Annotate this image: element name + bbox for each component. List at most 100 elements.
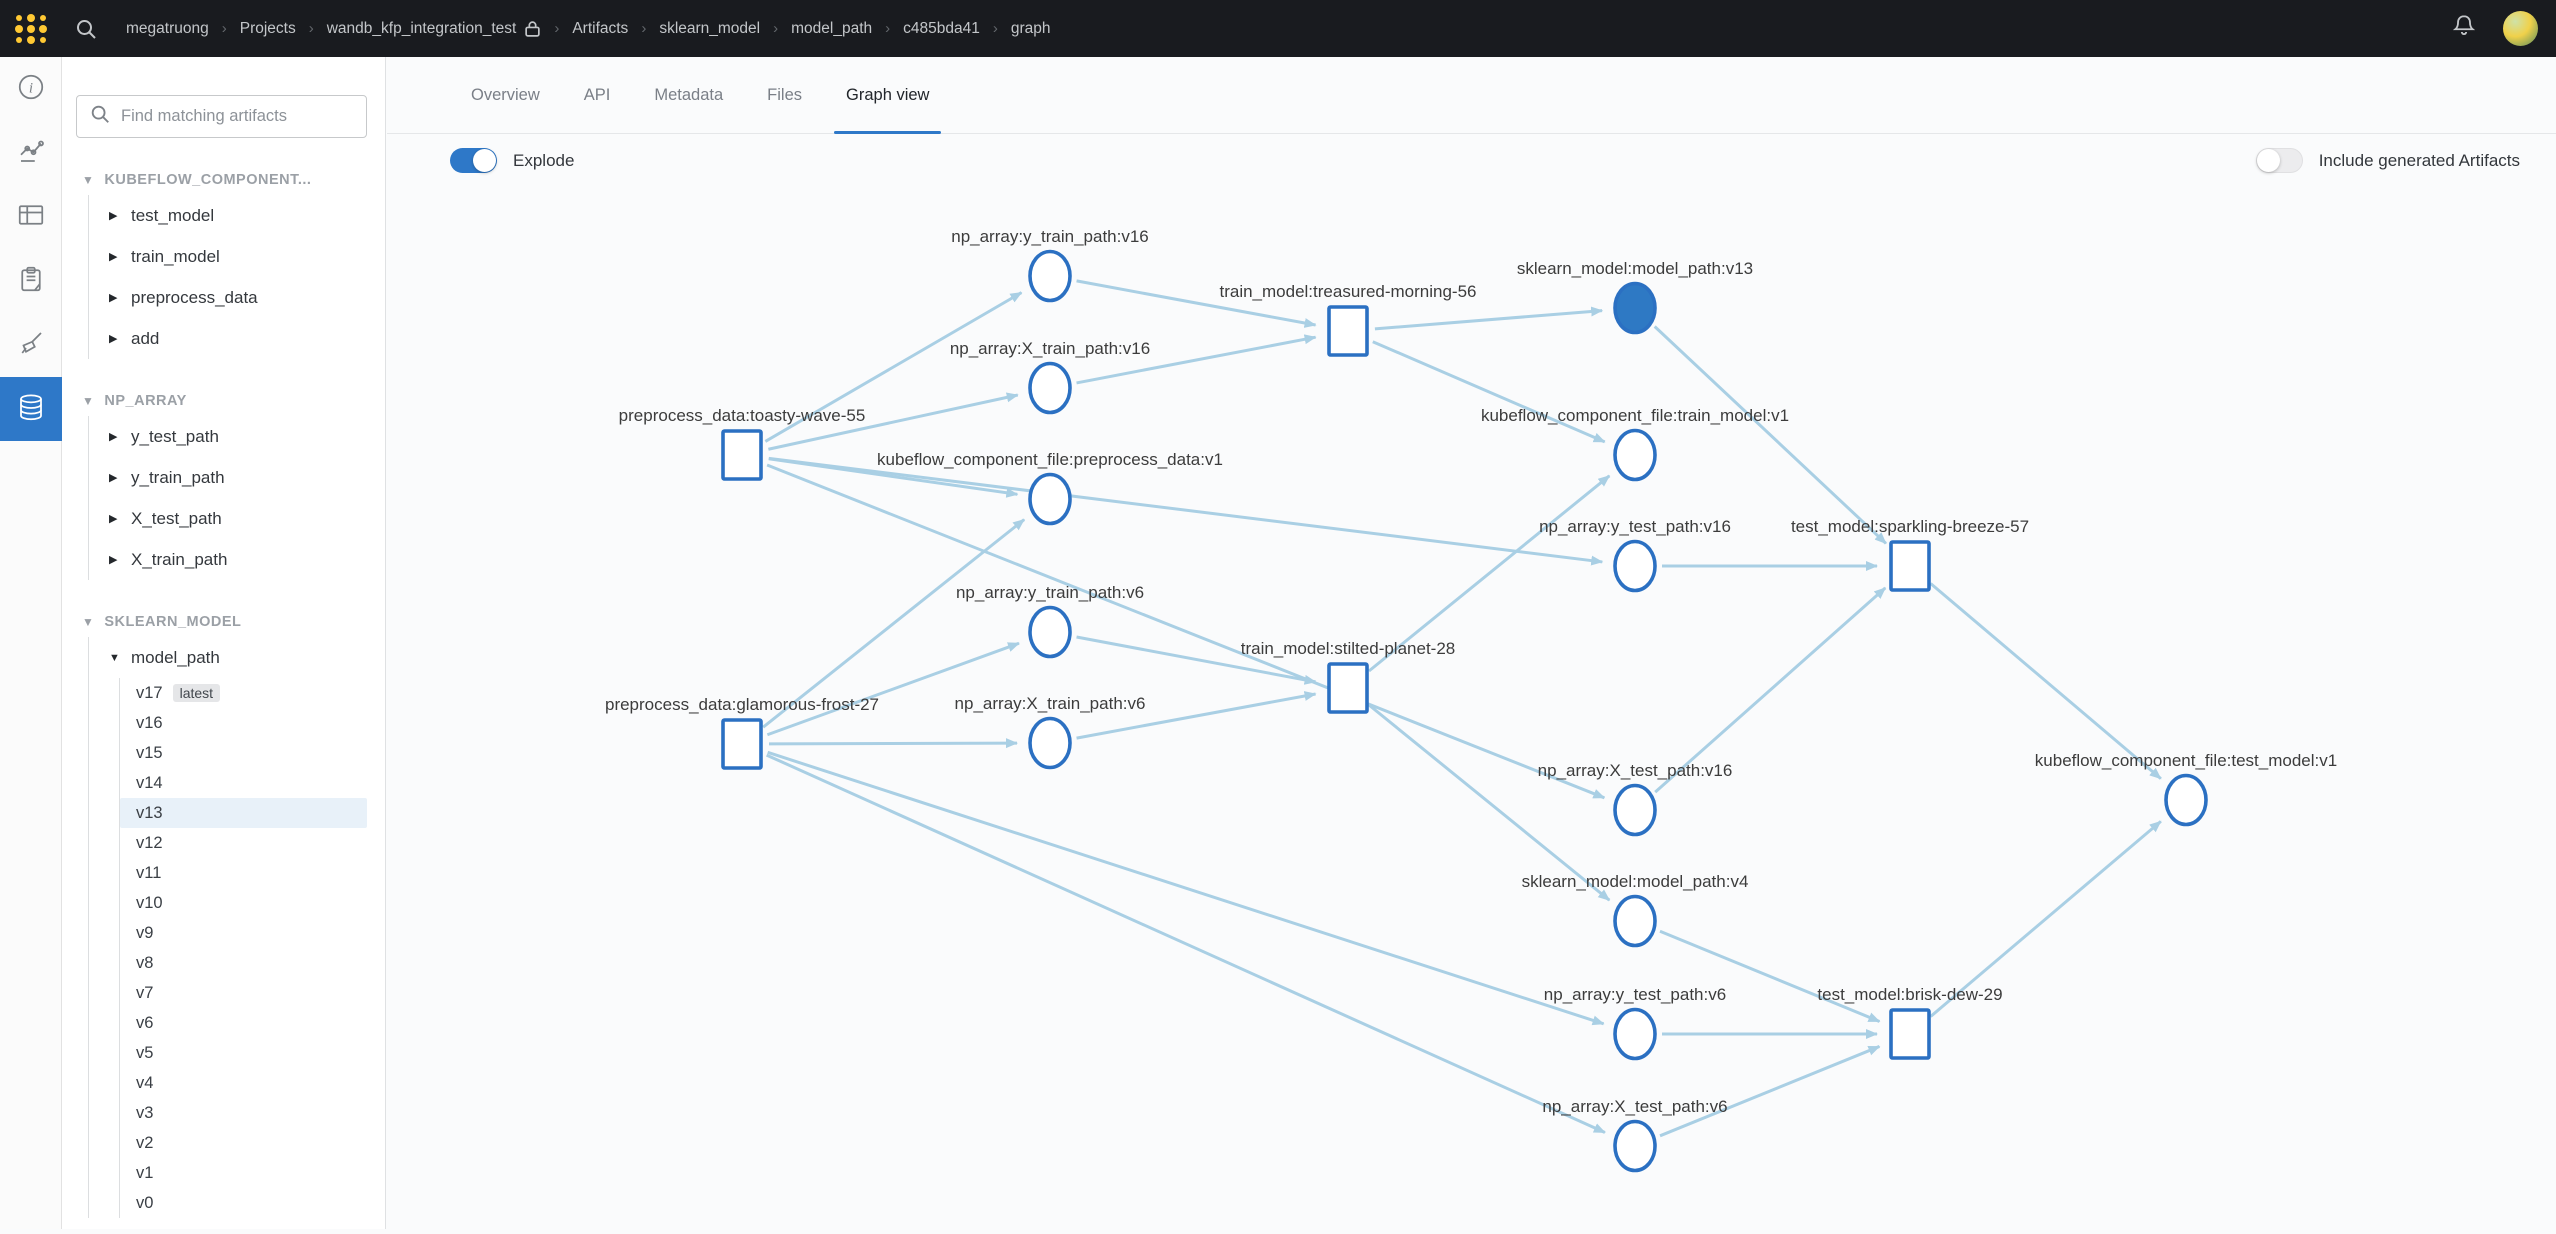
rail-item-database[interactable] — [0, 377, 62, 441]
breadcrumb-separator: › — [773, 20, 779, 37]
version-row-v8[interactable]: v8 — [136, 953, 154, 972]
graph-edge-glamorous-ytrain6 — [766, 641, 1020, 737]
graph-node-ytest16-artifact[interactable] — [1613, 539, 1657, 593]
graph-node-ytrain16-artifact[interactable] — [1028, 249, 1072, 303]
bell-icon[interactable] — [2451, 13, 2477, 44]
graph-edge-sparkling-filetest — [1929, 582, 2162, 780]
version-row-v9[interactable]: v9 — [136, 923, 154, 942]
tab-overview[interactable]: Overview — [471, 85, 540, 104]
breadcrumb-item[interactable]: Artifacts — [572, 19, 629, 37]
triangle-right-icon: ▶ — [109, 431, 118, 443]
graph-edge-ytrain16-treasured — [1076, 279, 1317, 328]
version-row-v16[interactable]: v16 — [136, 713, 163, 732]
graph-node-label: sklearn_model:model_path:v13 — [1517, 259, 1753, 278]
version-row-v13[interactable]: v13 — [120, 798, 367, 828]
tree-section-header[interactable]: ▼NP_ARRAY — [82, 393, 187, 409]
breadcrumb-item[interactable]: megatruong — [126, 19, 209, 37]
graph-edge-stilted-filetrain — [1368, 474, 1611, 673]
graph-node-Xtrain16-artifact[interactable] — [1028, 361, 1072, 415]
tree-item-train_model[interactable]: ▶train_model — [109, 246, 220, 266]
graph-edge-Xtrain16-treasured — [1076, 334, 1317, 385]
tree-item-X_train_path[interactable]: ▶X_train_path — [109, 549, 228, 569]
explode-label: Explode — [513, 150, 575, 170]
graph-node-Xtest6-artifact[interactable] — [1613, 1119, 1657, 1173]
tree-item-y_train_path[interactable]: ▶y_train_path — [109, 467, 225, 487]
tree-item-X_test_path[interactable]: ▶X_test_path — [109, 508, 222, 528]
breadcrumb-item[interactable]: wandb_kfp_integration_test — [326, 19, 517, 37]
breadcrumb-item[interactable]: model_path — [791, 19, 873, 37]
tab-files[interactable]: Files — [767, 85, 803, 104]
graph-node-ytest6-artifact[interactable] — [1613, 1007, 1657, 1061]
version-row-v1[interactable]: v1 — [136, 1163, 154, 1182]
graph-node-glamorous-run[interactable] — [721, 718, 763, 770]
graph-node-filepre-artifact[interactable] — [1028, 472, 1072, 526]
artifact-search-input[interactable] — [121, 107, 341, 126]
breadcrumb: megatruong › Projects › wandb_kfp_integratio… — [126, 20, 1051, 38]
graph-node-v4-artifact[interactable] — [1613, 894, 1657, 948]
graph-edge-v4-brisk — [1659, 929, 1881, 1023]
breadcrumb-item[interactable]: c485bda41 — [903, 19, 980, 37]
version-row-v12[interactable]: v12 — [136, 833, 163, 852]
rail-item-broom[interactable] — [0, 313, 62, 377]
graph-node-ytrain6-artifact[interactable] — [1028, 605, 1072, 659]
version-row-v4[interactable]: v4 — [136, 1073, 154, 1092]
version-row-v3[interactable]: v3 — [136, 1103, 154, 1122]
graph-node-filetest-artifact[interactable] — [2164, 773, 2208, 827]
graph-edge-toasty-Xtrain16 — [768, 392, 1019, 451]
version-row-v6[interactable]: v6 — [136, 1013, 154, 1032]
breadcrumb-item[interactable]: sklearn_model — [659, 19, 761, 37]
graph-node-label: np_array:y_train_path:v6 — [956, 583, 1144, 602]
tab-metadata[interactable]: Metadata — [654, 85, 724, 104]
breadcrumb-separator: › — [554, 20, 560, 37]
graph-node-Xtest16-artifact[interactable] — [1613, 783, 1657, 837]
tab-api[interactable]: API — [583, 85, 611, 104]
tree-item-test_model[interactable]: ▶test_model — [109, 205, 215, 225]
graph-node-label: kubeflow_component_file:preprocess_data:… — [877, 450, 1223, 469]
tree-item-model_path[interactable]: ▼model_path — [109, 647, 220, 667]
breadcrumb-item[interactable]: Projects — [239, 19, 296, 37]
graph-node-v13-artifact[interactable] — [1613, 281, 1657, 335]
graph-node-Xtrain6-artifact[interactable] — [1028, 716, 1072, 770]
graph-node-filetrain-artifact[interactable] — [1613, 428, 1657, 482]
version-row-v2[interactable]: v2 — [136, 1133, 154, 1152]
tree-section-header[interactable]: ▼KUBEFLOW_COMPONENT... — [82, 172, 312, 188]
avatar[interactable] — [2503, 11, 2538, 46]
graph-node-toasty-run[interactable] — [721, 429, 763, 481]
artifact-sidebar: ▼KUBEFLOW_COMPONENT... ▶test_model ▶train_… — [62, 57, 386, 1229]
graph-node-brisk-run[interactable] — [1889, 1008, 1931, 1060]
search-icon[interactable] — [74, 17, 98, 41]
version-row-v10[interactable]: v10 — [136, 893, 163, 912]
version-row-v14[interactable]: v14 — [136, 773, 163, 792]
tree-item-preprocess_data[interactable]: ▶preprocess_data — [109, 287, 258, 307]
rail-item-chart[interactable] — [0, 121, 62, 185]
version-row-v15[interactable]: v15 — [136, 743, 163, 762]
tree-item-add[interactable]: ▶add — [109, 328, 160, 348]
artifact-tree: ▼KUBEFLOW_COMPONENT... ▶test_model ▶train_… — [76, 165, 367, 1218]
graph-node-treasured-run[interactable] — [1327, 305, 1369, 357]
svg-text:i: i — [29, 80, 33, 96]
rail-item-info[interactable]: i — [0, 57, 62, 121]
rail-item-clipboard[interactable] — [0, 249, 62, 313]
wandb-logo[interactable] — [12, 11, 50, 47]
graph-edge-ytrain6-stilted — [1076, 635, 1317, 685]
graph-node-sparkling-run[interactable] — [1889, 540, 1931, 592]
tree-section-header[interactable]: ▼SKLEARN_MODEL — [82, 614, 242, 630]
explode-toggle[interactable] — [450, 148, 497, 173]
graph-edge-toasty-Xtest16 — [766, 463, 1606, 800]
breadcrumb-item[interactable]: graph — [1010, 19, 1051, 37]
graph-edge-toasty-ytest16 — [768, 456, 1604, 566]
graph-node-stilted-run[interactable] — [1327, 662, 1369, 714]
artifact-search-box[interactable] — [76, 95, 367, 138]
version-row-v7[interactable]: v7 — [136, 983, 154, 1002]
version-row-v5[interactable]: v5 — [136, 1043, 154, 1062]
graph-node-label: test_model:brisk-dew-29 — [1817, 985, 2002, 1004]
graph-edge-glamorous-Xtrain6 — [768, 738, 1019, 749]
graph-edge-treasured-v13 — [1374, 306, 1604, 331]
tree-item-y_test_path[interactable]: ▶y_test_path — [109, 426, 219, 446]
version-row-v11[interactable]: v11 — [136, 863, 162, 882]
version-row-v0[interactable]: v0 — [136, 1193, 154, 1212]
tab-graph-view[interactable]: Graph view — [833, 57, 942, 134]
rail-item-table[interactable] — [0, 185, 62, 249]
include-generated-artifacts-toggle[interactable] — [2255, 148, 2303, 173]
